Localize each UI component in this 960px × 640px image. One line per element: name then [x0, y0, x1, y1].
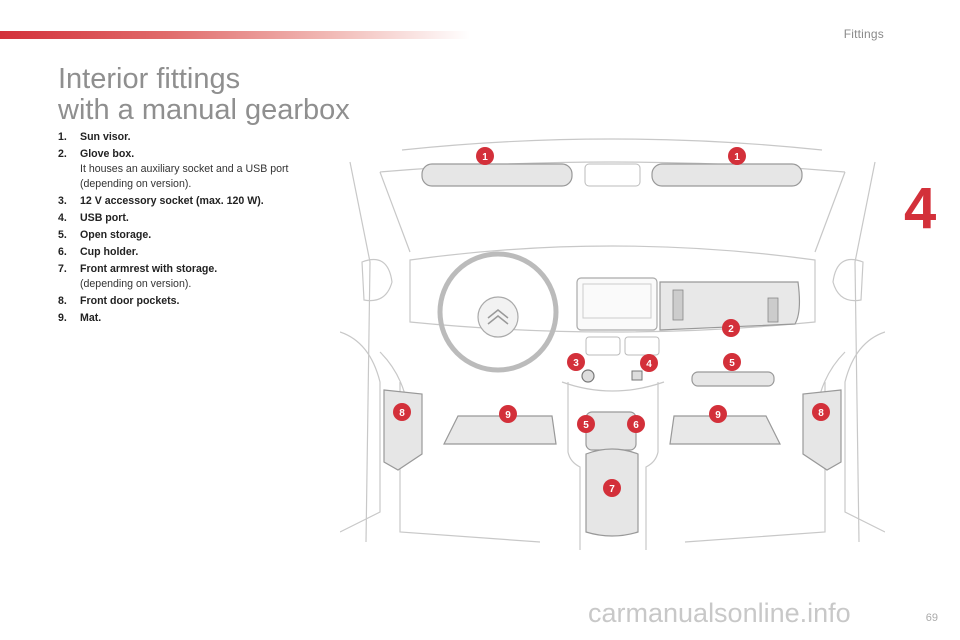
svg-text:4: 4 — [646, 359, 652, 370]
badge-usb-port: 4 — [640, 354, 658, 372]
svg-text:3: 3 — [573, 358, 579, 369]
legend-item-number: 3. — [58, 195, 67, 207]
section-label: Fittings — [843, 27, 884, 41]
legend-item-label: Glove box. — [80, 148, 135, 160]
glove-box — [659, 281, 801, 331]
legend-item: 9. Mat. — [58, 311, 328, 326]
badge-open-storage-console: 5 — [577, 415, 595, 433]
cup-holder — [585, 411, 637, 451]
car-interior-illustration: 1 1 2 3 4 5 5 6 7 8 8 9 9 — [340, 138, 885, 550]
legend-item-label: Mat. — [80, 312, 102, 324]
usb-port — [631, 370, 643, 381]
badge-accessory-socket: 3 — [567, 353, 585, 371]
svg-text:9: 9 — [715, 410, 721, 421]
legend-item: 3. 12 V accessory socket (max. 120 W). — [58, 194, 328, 209]
legend-item: 7. Front armrest with storage. (depending … — [58, 262, 328, 292]
legend-item-description: (depending on version). — [80, 278, 192, 290]
page-number: 69 — [925, 612, 938, 624]
svg-text:8: 8 — [818, 408, 824, 419]
badge-door-pocket-left: 8 — [393, 403, 411, 421]
legend-item-number: 2. — [58, 148, 67, 160]
svg-text:5: 5 — [583, 420, 589, 431]
chapter-number: 4 — [904, 176, 937, 241]
legend-item-number: 4. — [58, 212, 67, 224]
watermark: carmanualsonline.info — [588, 598, 851, 628]
legend-item: 4. USB port. — [58, 211, 328, 226]
badge-glove-box: 2 — [722, 319, 740, 337]
legend-item-number: 8. — [58, 295, 67, 307]
floor-mat-left — [443, 415, 557, 445]
badge-sun-visor-left: 1 — [476, 147, 494, 165]
badge-armrest: 7 — [603, 479, 621, 497]
sun-visor-left — [421, 163, 573, 187]
badge-door-pocket-right: 8 — [812, 403, 830, 421]
svg-text:5: 5 — [729, 358, 735, 369]
legend-item-label: Open storage. — [80, 229, 152, 241]
legend-item-label: 12 V accessory socket (max. 120 W). — [80, 195, 264, 207]
svg-text:1: 1 — [482, 152, 488, 163]
svg-text:6: 6 — [633, 420, 639, 431]
legend-item-label: Front armrest with storage. — [80, 263, 218, 275]
legend-item-number: 7. — [58, 263, 67, 275]
legend-item-label: Front door pockets. — [80, 295, 180, 307]
page-title-line-1: Interior fittings — [58, 63, 241, 95]
legend-item: 2. Glove box. It houses an auxiliary socke… — [58, 147, 328, 192]
legend-item-label: Cup holder. — [80, 246, 139, 258]
badge-open-storage-dash: 5 — [723, 353, 741, 371]
page-title: Interior fittings with a manual gearbox — [58, 64, 350, 126]
svg-text:7: 7 — [609, 484, 615, 495]
svg-text:1: 1 — [734, 152, 740, 163]
svg-text:9: 9 — [505, 410, 511, 421]
badge-floor-mat-right: 9 — [709, 405, 727, 423]
door-pocket-left — [383, 389, 423, 471]
page-title-line-2: with a manual gearbox — [58, 94, 350, 126]
legend-item-label: USB port. — [80, 212, 129, 224]
open-storage-dash — [691, 371, 775, 387]
legend-item-number: 9. — [58, 312, 67, 324]
legend-item-number: 5. — [58, 229, 67, 241]
floor-mat-right — [669, 415, 781, 445]
legend-item-label: Sun visor. — [80, 131, 131, 143]
legend-item: 1. Sun visor. — [58, 130, 328, 145]
legend-item: 5. Open storage. — [58, 228, 328, 243]
legend-item-number: 1. — [58, 131, 67, 143]
legend-list: 1. Sun visor. 2. Glove box. It houses an au… — [58, 130, 328, 328]
sun-visor-right — [651, 163, 803, 187]
legend-item-description: It houses an auxiliary socket and a USB … — [80, 163, 289, 190]
badge-floor-mat-left: 9 — [499, 405, 517, 423]
badge-sun-visor-right: 1 — [728, 147, 746, 165]
door-pocket-right — [802, 389, 842, 471]
svg-text:8: 8 — [399, 408, 405, 419]
legend-item: 6. Cup holder. — [58, 245, 328, 260]
accessory-socket — [581, 369, 595, 383]
svg-text:2: 2 — [728, 324, 734, 335]
badge-cup-holder: 6 — [627, 415, 645, 433]
header-accent-bar — [0, 31, 470, 39]
legend-item: 8. Front door pockets. — [58, 294, 328, 309]
legend-item-number: 6. — [58, 246, 67, 258]
